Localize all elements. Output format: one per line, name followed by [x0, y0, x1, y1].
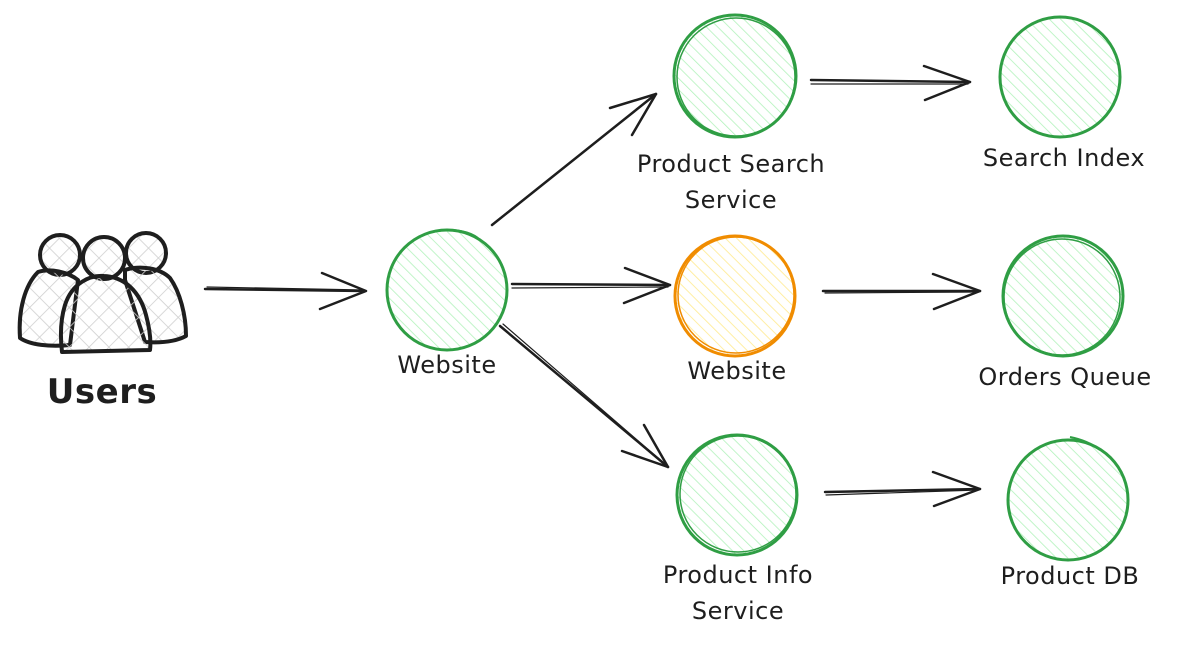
label-line: Website — [687, 357, 787, 385]
node-search-index[interactable] — [998, 15, 1122, 139]
label-product-db: Product DB — [1001, 558, 1140, 594]
arrow-users-to-website[interactable] — [203, 271, 368, 311]
label-orders-queue: Orders Queue — [978, 359, 1151, 395]
node-product-db[interactable] — [1006, 436, 1130, 562]
label-line: Product DB — [1000, 562, 1140, 590]
label-line: Product Search — [636, 150, 826, 178]
arrow-product-search-to-search-index[interactable] — [809, 64, 972, 102]
label-line: Website — [397, 351, 497, 379]
node-website-2[interactable] — [673, 234, 797, 358]
label-website: Website — [397, 347, 496, 383]
arrow-website-to-product-search-service[interactable] — [490, 92, 658, 227]
label-line: Search Index — [982, 144, 1146, 172]
arrow-website-to-product-info-service[interactable] — [498, 323, 670, 469]
label-website-2: Website — [687, 353, 786, 389]
label-line: Service — [684, 186, 778, 214]
arrow-product-info-to-product-db[interactable] — [823, 470, 982, 508]
arrow-website-to-website-2[interactable] — [510, 266, 672, 305]
label-search-index: Search Index — [983, 140, 1145, 176]
node-website[interactable] — [385, 228, 509, 352]
node-orders-queue[interactable] — [1001, 234, 1125, 358]
label-line: Product Info — [662, 561, 814, 589]
node-product-info-service[interactable] — [675, 433, 799, 557]
label-users: Users — [47, 372, 157, 412]
label-line: Orders Queue — [978, 363, 1152, 391]
label-product-search-service: Product Search Service — [637, 146, 825, 218]
label-line: Users — [46, 372, 158, 412]
label-line: Service — [691, 597, 785, 625]
user-figure-middle — [59, 235, 153, 354]
label-product-info-service: Product Info Service — [663, 557, 813, 629]
arrow-website-2-to-orders-queue[interactable] — [821, 272, 982, 311]
users-icon[interactable] — [17, 231, 188, 354]
node-product-search-service[interactable] — [672, 13, 798, 139]
